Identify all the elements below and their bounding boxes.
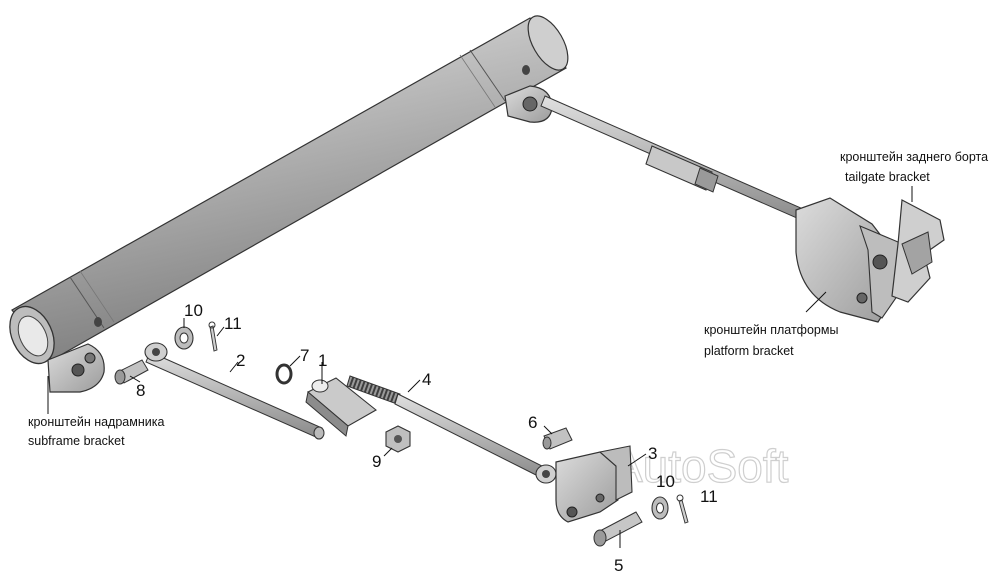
main-cylinder bbox=[9, 15, 569, 365]
part-5-long-pin bbox=[593, 511, 643, 547]
part-number-2: 2 bbox=[236, 351, 245, 370]
caption-platform-ru: кронштейн платформы bbox=[704, 323, 838, 337]
caption-platform-en: platform bracket bbox=[704, 344, 794, 358]
part-4-threaded-rod bbox=[346, 375, 557, 484]
tailgate-bracket bbox=[891, 199, 945, 303]
part-2-link-rod bbox=[144, 342, 325, 440]
caption-subframe-ru: кронштейн надрамника bbox=[28, 415, 164, 429]
watermark: AutoSoft bbox=[612, 440, 789, 492]
leader-lines bbox=[47, 186, 913, 548]
part-number-10-lower: 10 bbox=[656, 472, 675, 491]
platform-bracket bbox=[795, 197, 901, 323]
part-number-7: 7 bbox=[300, 346, 309, 365]
part-number-6: 6 bbox=[528, 413, 537, 432]
part-number-8: 8 bbox=[136, 381, 145, 400]
part-number-5: 5 bbox=[614, 556, 623, 575]
part-8-pin bbox=[114, 359, 149, 385]
part-10-washer-lower bbox=[651, 496, 669, 520]
part-number-11-upper: 11 bbox=[224, 314, 242, 333]
part-7-snap-ring bbox=[275, 363, 293, 385]
part-3-bracket-plate bbox=[555, 445, 633, 523]
part-1-hex-coupling bbox=[305, 377, 377, 437]
part-11-cotter-pin-lower bbox=[676, 494, 689, 524]
part-10-washer-upper bbox=[174, 326, 194, 350]
caption-tailgate-ru: кронштейн заднего борта bbox=[840, 150, 988, 164]
caption-tailgate-en: tailgate bracket bbox=[845, 170, 930, 184]
part-11-cotter-pin-upper bbox=[208, 321, 218, 352]
caption-subframe-en: subframe bracket bbox=[28, 434, 125, 448]
part-6-pin bbox=[542, 427, 573, 450]
part-number-11-lower: 11 bbox=[700, 487, 718, 506]
rear-eye bbox=[504, 85, 553, 123]
part-9-nut bbox=[385, 425, 411, 453]
part-number-1: 1 bbox=[318, 351, 327, 370]
part-number-10-upper: 10 bbox=[184, 301, 203, 320]
part-number-4: 4 bbox=[422, 370, 431, 389]
part-number-3: 3 bbox=[648, 444, 657, 463]
part-number-9: 9 bbox=[372, 452, 381, 471]
subframe-bracket bbox=[47, 343, 105, 393]
platform-tie-rod bbox=[540, 95, 811, 223]
